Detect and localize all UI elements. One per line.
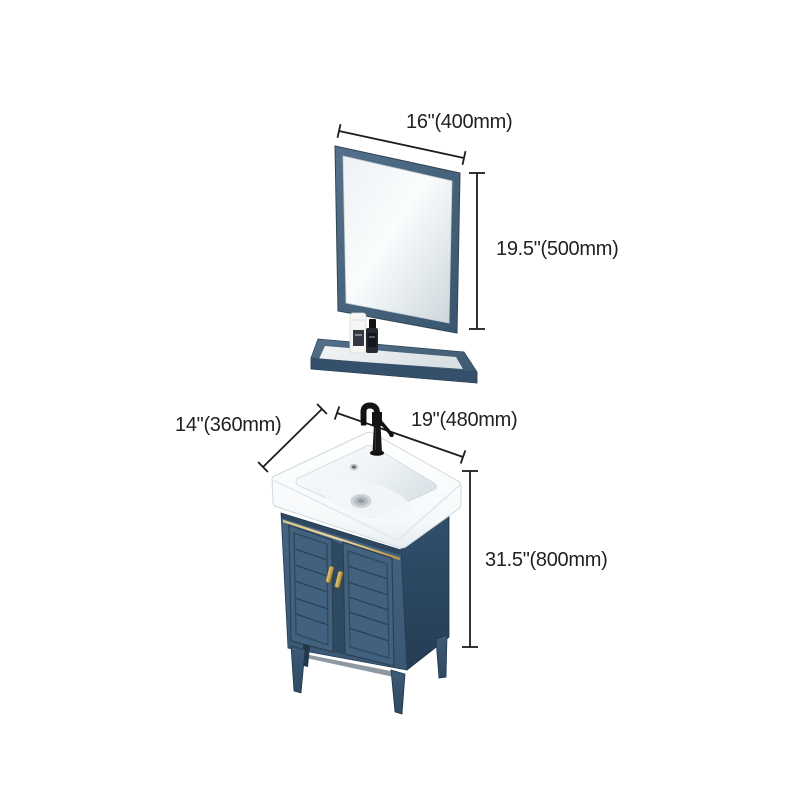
sink-drain: [350, 494, 372, 508]
cabinet-leg-front-right: [390, 669, 406, 715]
cabinet-door-right: [342, 541, 395, 667]
black-faucet: [360, 402, 394, 456]
faucet-spout-tip: [360, 419, 367, 426]
storage-shelf: [310, 312, 478, 384]
sink-shadow: [281, 513, 401, 555]
faucet-lever: [378, 419, 393, 436]
shelf-front-rail: [310, 357, 478, 384]
cabinet-leg-front-left: [290, 645, 306, 694]
dim-line-mirror-width: [336, 124, 467, 165]
wall-mirror: [334, 145, 461, 334]
dim-label-sink-width: 19"(480mm): [411, 409, 518, 431]
right-door-louvers: [347, 565, 390, 642]
cosmetic-bottle-white: [349, 312, 367, 354]
dim-label-mirror-height: 19.5"(500mm): [496, 238, 619, 260]
dim-line-sink-depth: [257, 403, 328, 473]
dimension-lines: [257, 124, 485, 648]
cosmetic-bottle-dark: [366, 319, 378, 353]
sink-rim-crease-left: [272, 479, 398, 541]
left-door-louvers: [294, 548, 329, 626]
door-handle-left: [325, 565, 335, 584]
dim-line-sink-width: [333, 406, 467, 464]
dim-line-cabinet-height: [462, 470, 478, 648]
dim-label-cabinet-height: 31.5"(800mm): [485, 549, 608, 571]
sink-overflow-hole: [349, 463, 359, 471]
cabinet-door-left: [288, 524, 334, 653]
dim-label-mirror-width: 16"(400mm): [406, 111, 513, 133]
cabinet-bottom-shadow: [294, 652, 401, 678]
vanity-cabinet: [280, 510, 450, 715]
gold-trim: [282, 519, 401, 561]
sink-rim-crease-right: [397, 484, 461, 541]
door-handle-right: [334, 570, 344, 589]
ceramic-sink: [271, 431, 462, 549]
cabinet-leg-back-right: [435, 634, 448, 679]
mirror-glass: [342, 155, 453, 324]
dim-label-sink-depth: 14"(360mm): [175, 414, 282, 436]
door-gap: [332, 540, 346, 655]
dim-line-mirror-height: [469, 172, 485, 330]
